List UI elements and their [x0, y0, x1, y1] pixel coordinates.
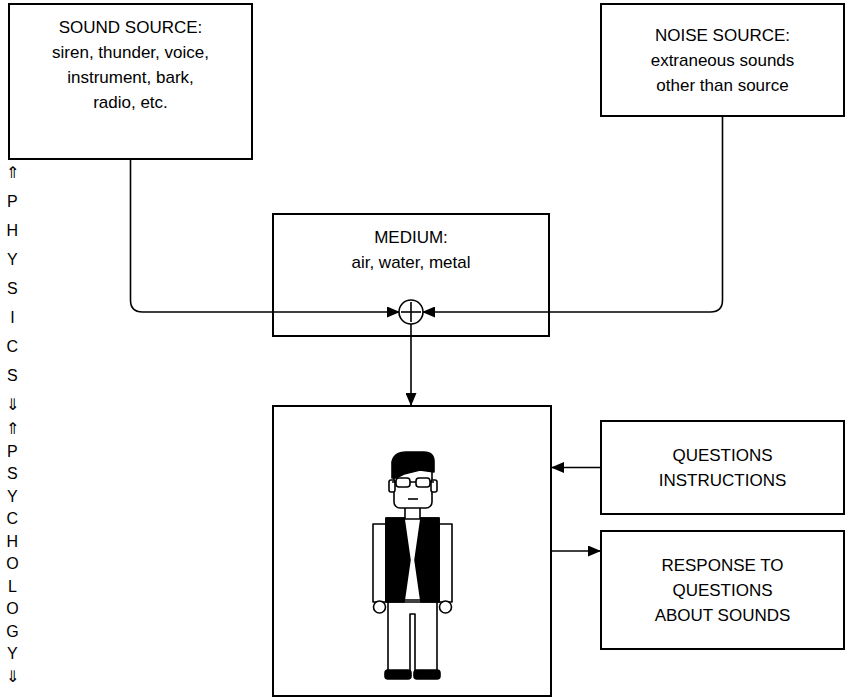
listener-figure [373, 452, 452, 679]
summing-junction [399, 300, 423, 324]
box-text: air, water, metal [351, 250, 470, 275]
box-heading: SOUND SOURCE: [59, 15, 203, 40]
box-text: QUESTIONS INSTRUCTIONS [650, 443, 795, 493]
side-label: ⇑PHYSICS⇓ [6, 158, 19, 419]
box-text: RESPONSE TO QUESTIONS ABOUT SOUNDS [650, 553, 795, 628]
arrow-connector [552, 467, 600, 469]
text-box [272, 405, 552, 697]
arrow-connector [552, 550, 600, 552]
box-text: extraneous sounds other than source [635, 48, 810, 98]
text-box: MEDIUM:air, water, metal [272, 213, 550, 337]
arrow-connector [131, 160, 400, 312]
text-box: RESPONSE TO QUESTIONS ABOUT SOUNDS [600, 530, 845, 650]
box-heading: MEDIUM: [374, 225, 448, 250]
box-text: siren, thunder, voice, instrument, bark,… [51, 40, 211, 115]
text-box: SOUND SOURCE:siren, thunder, voice, inst… [8, 3, 253, 160]
box-heading: NOISE SOURCE: [655, 23, 790, 48]
text-box: QUESTIONS INSTRUCTIONS [600, 420, 845, 515]
side-label: ⇑PSYCHOLOGY⇓ [6, 418, 19, 688]
text-box: NOISE SOURCE:extraneous sounds other tha… [600, 3, 845, 117]
